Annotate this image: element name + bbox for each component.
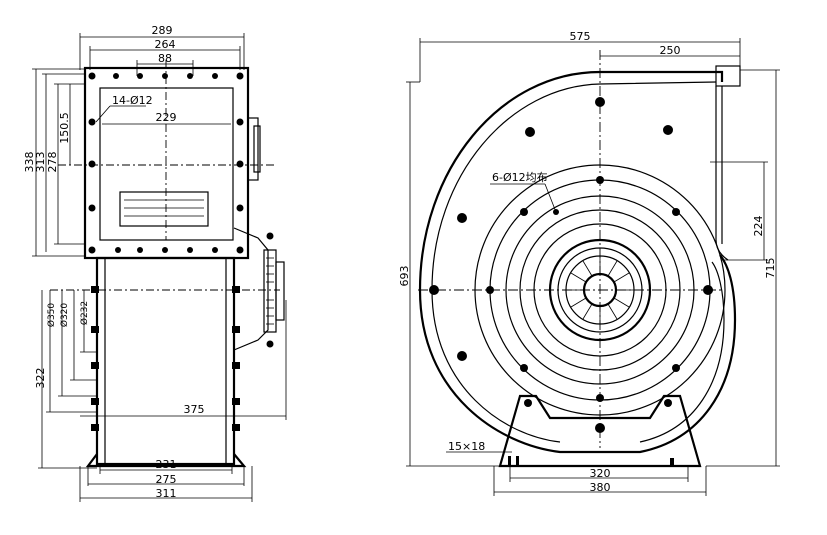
dim-313: 313 [34, 152, 47, 173]
dim-322: 322 [34, 368, 47, 389]
dim-231: 231 [156, 458, 177, 471]
dim-320: 320 [590, 467, 611, 480]
front-bolt-holes [429, 97, 713, 433]
dim-229: 229 [156, 111, 177, 124]
dim-278: 278 [46, 152, 59, 173]
dim-224: 224 [752, 216, 765, 237]
dim-d320: Ø320 [59, 303, 70, 328]
note-6-bolts: 6-Ø12均布 [492, 171, 548, 184]
dim-88: 88 [158, 52, 172, 65]
dim-375: 375 [184, 403, 205, 416]
dim-380: 380 [590, 481, 611, 494]
dim-575: 575 [570, 30, 591, 43]
dim-d350: Ø350 [46, 303, 57, 328]
dim-311: 311 [156, 487, 177, 500]
note-14-holes: 14-Ø12 [112, 94, 153, 107]
side-view: 289 264 88 229 14-Ø12 [23, 24, 287, 502]
side-housing-studs [91, 286, 240, 431]
dim-338: 338 [23, 152, 36, 173]
dim-275: 275 [156, 473, 177, 486]
impeller-blades [566, 256, 634, 324]
side-flange-holes [88, 72, 244, 254]
front-view: 575 250 [398, 30, 780, 496]
dim-150-5: 150.5 [58, 112, 71, 144]
dim-693: 693 [398, 266, 411, 287]
dim-250: 250 [660, 44, 681, 57]
dim-d232: Ø232 [79, 301, 90, 325]
dim-264: 264 [155, 38, 176, 51]
dim-289: 289 [152, 24, 173, 37]
note-slot: 15×18 [448, 440, 485, 453]
dim-715: 715 [764, 258, 777, 279]
